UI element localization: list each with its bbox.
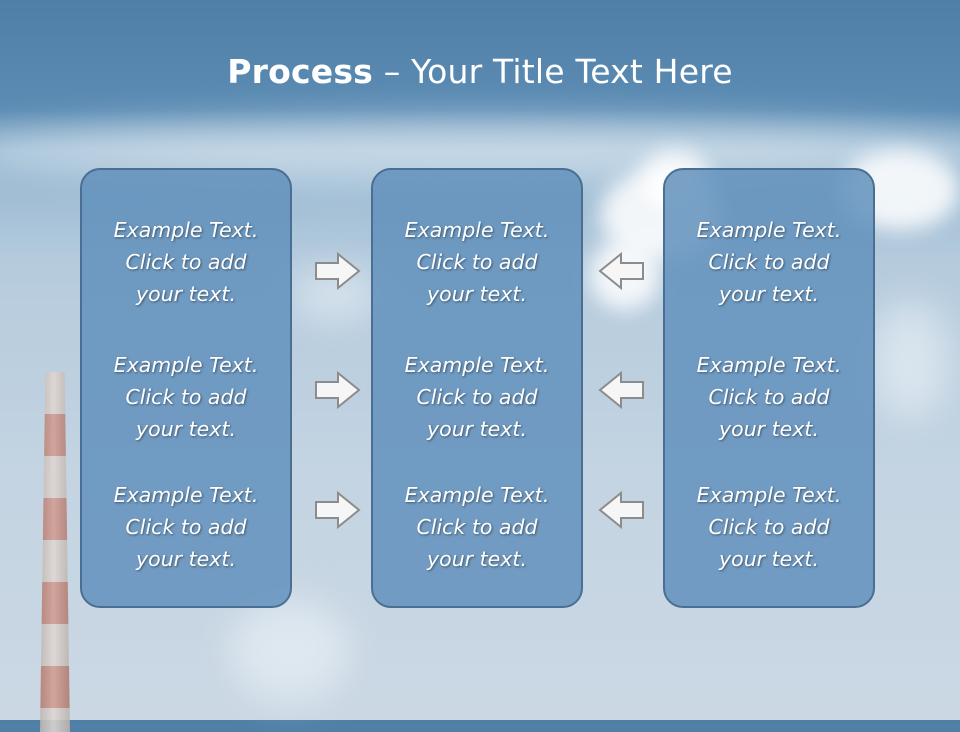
text-line: Example Text. xyxy=(696,483,842,507)
text-line: Click to add xyxy=(416,250,538,274)
panel-text-block[interactable]: Example Text. Click to add your text. xyxy=(82,479,290,575)
panel-text-block[interactable]: Example Text. Click to add your text. xyxy=(665,479,873,575)
text-line: Example Text. xyxy=(696,353,842,377)
process-panel-right[interactable]: Example Text. Click to add your text. Ex… xyxy=(663,168,875,608)
panel-text-block[interactable]: Example Text. Click to add your text. xyxy=(373,349,581,445)
chimney-shading xyxy=(40,372,70,732)
text-line: your text. xyxy=(427,417,527,441)
right-arrow-icon xyxy=(315,490,361,530)
text-line: Click to add xyxy=(416,385,538,409)
text-line: Example Text. xyxy=(696,218,842,242)
panel-text-block[interactable]: Example Text. Click to add your text. xyxy=(373,214,581,310)
text-line: your text. xyxy=(719,282,819,306)
text-line: Click to add xyxy=(708,515,830,539)
right-arrow-icon xyxy=(315,251,361,291)
process-panel-left[interactable]: Example Text. Click to add your text. Ex… xyxy=(80,168,292,608)
text-line: Example Text. xyxy=(404,218,550,242)
left-arrow-icon xyxy=(598,490,644,530)
slide-title[interactable]: Process – Your Title Text Here xyxy=(0,52,960,91)
slide-title-rest: – Your Title Text Here xyxy=(373,52,733,91)
panel-text-block[interactable]: Example Text. Click to add your text. xyxy=(82,214,290,310)
process-panel-center[interactable]: Example Text. Click to add your text. Ex… xyxy=(371,168,583,608)
slide-title-bold: Process xyxy=(227,52,374,91)
text-line: your text. xyxy=(719,417,819,441)
panel-text-block[interactable]: Example Text. Click to add your text. xyxy=(82,349,290,445)
text-line: Example Text. xyxy=(113,218,259,242)
cloud xyxy=(870,300,950,420)
text-line: your text. xyxy=(136,417,236,441)
text-line: your text. xyxy=(136,282,236,306)
left-arrow-icon xyxy=(598,370,644,410)
text-line: your text. xyxy=(136,547,236,571)
text-line: your text. xyxy=(427,547,527,571)
cloud xyxy=(230,600,350,700)
text-line: Click to add xyxy=(708,385,830,409)
text-line: Example Text. xyxy=(404,353,550,377)
left-arrow-icon xyxy=(598,251,644,291)
text-line: Click to add xyxy=(708,250,830,274)
text-line: Example Text. xyxy=(404,483,550,507)
panel-text-block[interactable]: Example Text. Click to add your text. xyxy=(373,479,581,575)
panel-text-block[interactable]: Example Text. Click to add your text. xyxy=(665,214,873,310)
text-line: Click to add xyxy=(125,385,247,409)
text-line: Example Text. xyxy=(113,353,259,377)
text-line: your text. xyxy=(427,282,527,306)
text-line: Click to add xyxy=(125,515,247,539)
text-line: your text. xyxy=(719,547,819,571)
text-line: Click to add xyxy=(416,515,538,539)
text-line: Click to add xyxy=(125,250,247,274)
right-arrow-icon xyxy=(315,370,361,410)
panel-text-block[interactable]: Example Text. Click to add your text. xyxy=(665,349,873,445)
chimney-image xyxy=(40,372,70,732)
text-line: Example Text. xyxy=(113,483,259,507)
